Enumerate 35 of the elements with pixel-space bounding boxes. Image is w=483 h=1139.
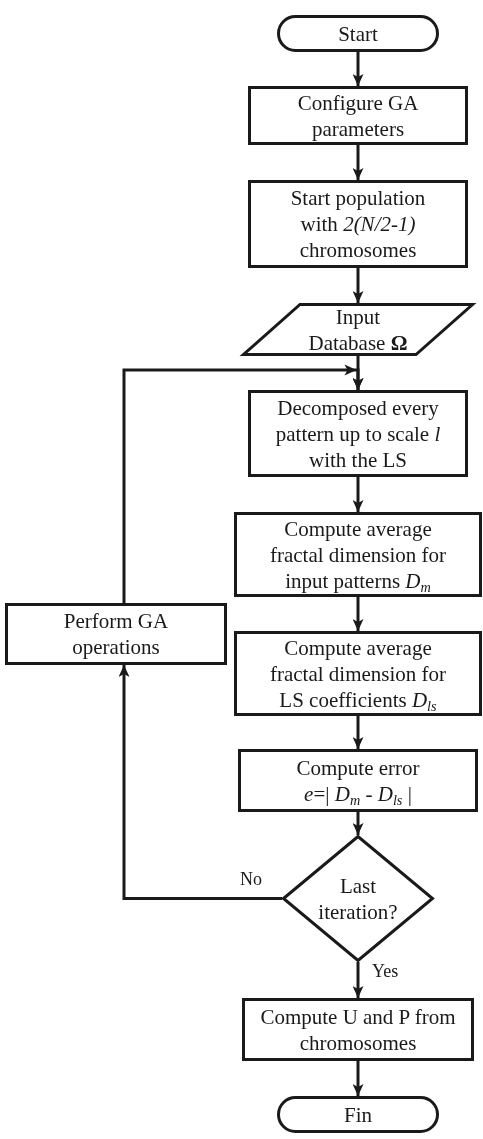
- arrow: [118, 665, 282, 900]
- step-text: Decomposed every pattern up to scale l with the LS: [274, 394, 442, 473]
- process-box: [248, 180, 468, 268]
- step-text: Compute U and P from chromosomes: [259, 1003, 457, 1056]
- process-box: [234, 512, 482, 597]
- process-box: [248, 390, 468, 477]
- step-text: Perform GA operations: [62, 608, 170, 660]
- process-box: [5, 603, 227, 665]
- process-box: [238, 749, 478, 812]
- terminal-text: Start: [338, 20, 378, 47]
- arrow: [352, 597, 364, 631]
- terminal-text: Fin: [344, 1101, 372, 1128]
- arrow: [352, 812, 364, 835]
- terminal-pill: [277, 1096, 439, 1133]
- step-text: e=| D$_{m}$ - D$_{ls}$ |: [304, 780, 412, 807]
- decision-text: Last iteration?: [317, 872, 399, 925]
- step-text: Start population with 2(N/2-1) chromosomes: [289, 185, 427, 263]
- decision-diamond: [282, 835, 434, 962]
- arrow: [352, 1061, 364, 1096]
- process-box: [248, 86, 468, 145]
- arrow: [352, 716, 364, 749]
- arrow: [352, 145, 364, 180]
- step-text: Compute average fractal dimension for input patterns D$_{m}$: [268, 515, 448, 594]
- process-box: [242, 998, 474, 1061]
- input-text: Input Database Ω: [307, 303, 409, 356]
- step-text: Configure GA parameters: [296, 89, 420, 142]
- arrow: [352, 962, 364, 998]
- arrow: [352, 477, 364, 512]
- step-text: Compute error: [296, 754, 420, 781]
- process-box: [234, 631, 482, 716]
- step-text: Compute average fractal dimension for LS coefficients D$_{ls}$: [268, 634, 448, 713]
- arrow: [352, 268, 364, 303]
- arrow: [352, 52, 364, 86]
- terminal-pill: [277, 15, 439, 52]
- input-parallelogram: [242, 303, 474, 356]
